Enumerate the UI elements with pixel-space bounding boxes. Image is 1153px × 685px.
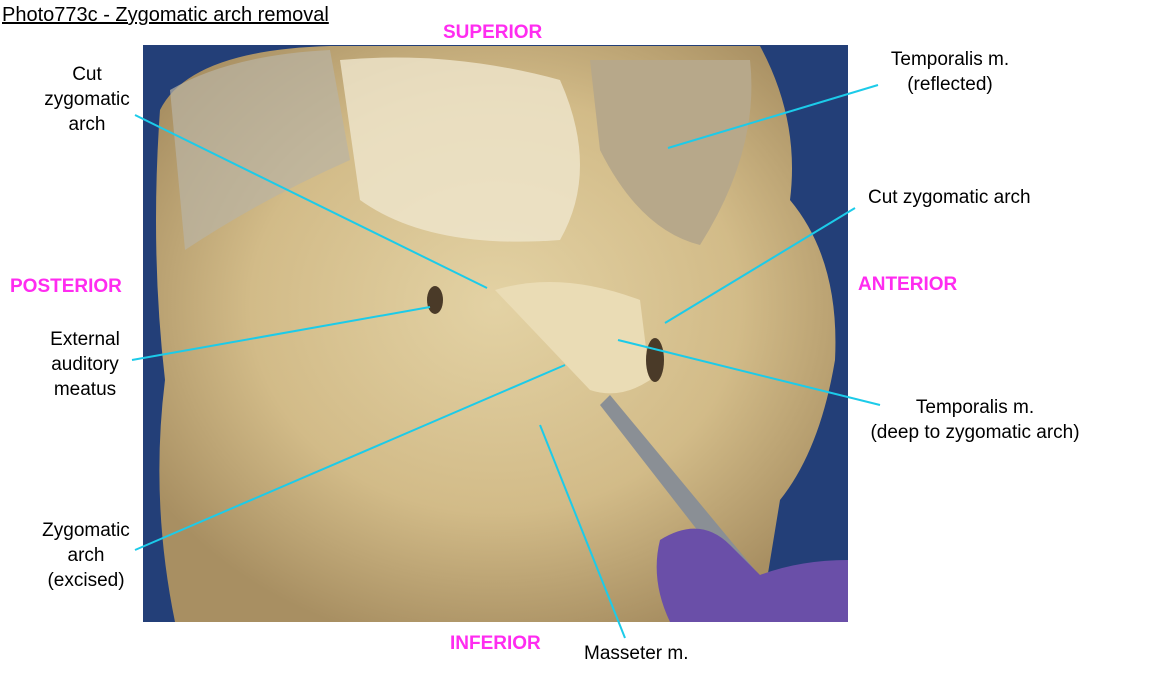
label-temporalis-reflected: Temporalis m. (reflected) <box>868 47 1032 97</box>
label-external-auditory-meatus: External auditory meatus <box>30 327 140 402</box>
direction-posterior: POSTERIOR <box>10 276 122 297</box>
label-line: External <box>50 329 120 350</box>
zygomatic-cut-area <box>495 282 650 394</box>
label-line: Zygomatic <box>42 520 130 541</box>
direction-anterior: ANTERIOR <box>858 274 958 295</box>
label-line: Temporalis m. <box>915 397 1035 418</box>
label-line: arch <box>68 114 106 135</box>
label-line: meatus <box>53 379 117 400</box>
label-line: auditory <box>51 354 119 375</box>
label-line: (excised) <box>47 570 125 591</box>
glove <box>656 528 848 622</box>
label-line: zygomatic <box>44 89 130 110</box>
label-line: Temporalis m. <box>890 49 1010 70</box>
line-masseter <box>539 424 626 639</box>
direction-superior: SUPERIOR <box>443 22 543 43</box>
line-cut-zygomatic-right <box>664 207 856 324</box>
line-external-auditory <box>131 306 431 361</box>
label-line: (deep to zygomatic arch) <box>870 422 1080 443</box>
line-temporalis-deep <box>617 339 881 406</box>
line-zygomatic-excised <box>134 364 566 551</box>
auditory-meatus <box>427 286 443 314</box>
label-cut-zygomatic-right: Cut zygomatic arch <box>868 187 1031 208</box>
figure-title: Photo773c - Zygomatic arch removal <box>2 4 329 26</box>
orbit-opening <box>646 338 664 382</box>
cranium <box>340 57 580 242</box>
line-cut-zygomatic-left <box>134 114 488 289</box>
label-line: (reflected) <box>907 74 993 95</box>
fur <box>170 50 350 250</box>
leader-lines <box>131 84 881 639</box>
label-masseter: Masseter m. <box>584 643 689 664</box>
label-temporalis-deep: Temporalis m. (deep to zygomatic arch) <box>850 395 1100 445</box>
temporalis-reflected <box>590 60 752 245</box>
line-temporalis-reflected <box>667 84 879 149</box>
label-line: Cut <box>72 64 102 85</box>
label-line: arch <box>67 545 105 566</box>
label-zygomatic-excised: Zygomatic arch (excised) <box>28 518 144 593</box>
label-cut-zygomatic-left: Cut zygomatic arch <box>40 62 134 137</box>
direction-inferior: INFERIOR <box>450 633 541 654</box>
